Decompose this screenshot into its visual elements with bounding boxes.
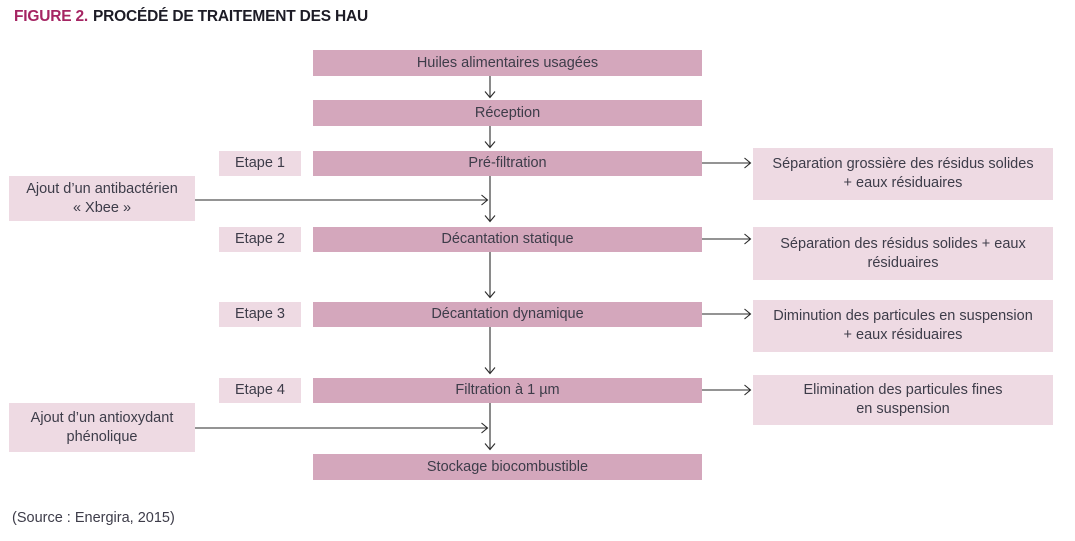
additive-line-2: « Xbee »: [72, 199, 132, 216]
process-box-label: Réception: [474, 104, 541, 121]
process-box-filtration-1um: Filtration à 1 µm: [313, 378, 702, 403]
process-box-pre-filtration: Pré-filtration: [313, 151, 702, 176]
output-box-diminution-particules: Diminution des particules en suspension …: [753, 300, 1053, 352]
output-line-2: résiduaires: [867, 254, 939, 271]
arrow-right-decantation-dynamique-output: [702, 308, 752, 320]
stage-label-etape-1: Etape 1: [219, 151, 301, 176]
output-line-2: + eaux résiduaires: [843, 327, 963, 343]
arrow-right-prefiltration-output: [702, 157, 752, 169]
arrow-right-antibacterien-junction: [195, 194, 489, 206]
arrow-down-reception-prefiltration: [484, 126, 496, 149]
output-line-1: Séparation des résidus solides + eaux: [780, 235, 1026, 252]
arrow-down-huiles-reception: [484, 76, 496, 99]
stage-label-text: Etape 1: [235, 155, 285, 171]
process-box-reception: Réception: [313, 100, 702, 126]
additive-line-2: phénolique: [66, 428, 138, 445]
output-line-1: Elimination des particules fines: [803, 382, 1003, 398]
figure-number-label: FIGURE 2.: [14, 8, 88, 25]
stage-label-text: Etape 2: [235, 231, 285, 247]
process-box-label: Huiles alimentaires usagées: [416, 54, 599, 71]
process-box-huiles-alimentaires-usagees: Huiles alimentaires usagées: [313, 50, 702, 76]
arrow-down-prefiltration-decantation-statique: [484, 176, 496, 223]
stage-label-etape-2: Etape 2: [219, 227, 301, 252]
output-line-1: Séparation grossière des résidus solides: [772, 156, 1034, 172]
arrow-right-filtration-output: [702, 384, 752, 396]
process-box-decantation-dynamique: Décantation dynamique: [313, 302, 702, 327]
arrow-down-decantation-dynamique-filtration: [484, 327, 496, 375]
stage-label-text: Etape 4: [235, 382, 285, 398]
process-box-label: Pré-filtration: [468, 155, 547, 171]
process-box-label: Filtration à 1 µm: [455, 382, 560, 398]
arrow-down-filtration-stockage: [484, 403, 496, 451]
output-box-elimination-particules-fines: Elimination des particules fines en susp…: [753, 375, 1053, 425]
output-line-2: + eaux résiduaires: [843, 175, 963, 191]
process-box-label: Stockage biocombustible: [426, 458, 589, 475]
output-box-separation-residus: Séparation des résidus solides + eaux ré…: [753, 227, 1053, 280]
figure-title: FIGURE 2. PROCÉDÉ DE TRAITEMENT DES HAU: [14, 8, 368, 26]
additive-line-1: Ajout d’un antibactérien: [26, 180, 178, 197]
output-box-separation-grossiere: Séparation grossière des résidus solides…: [753, 148, 1053, 200]
arrow-right-decantation-statique-output: [702, 233, 752, 245]
stage-label-etape-3: Etape 3: [219, 302, 301, 327]
process-box-label: Décantation dynamique: [431, 306, 584, 322]
source-note: (Source : Energira, 2015): [12, 510, 175, 526]
stage-label-etape-4: Etape 4: [219, 378, 301, 403]
process-box-label: Décantation statique: [441, 231, 574, 247]
additive-box-antibacterien-xbee: Ajout d’un antibactérien « Xbee »: [9, 176, 195, 221]
arrow-down-decantation-statique-dynamique: [484, 252, 496, 299]
figure-title-text: PROCÉDÉ DE TRAITEMENT DES HAU: [93, 8, 368, 25]
output-line-1: Diminution des particules en suspension: [773, 308, 1033, 324]
additive-line-1: Ajout d’un antioxydant: [30, 409, 174, 426]
arrow-right-antioxydant-junction: [195, 422, 489, 434]
additive-box-antioxydant-phenolique: Ajout d’un antioxydant phénolique: [9, 403, 195, 452]
process-box-decantation-statique: Décantation statique: [313, 227, 702, 252]
process-box-stockage-biocombustible: Stockage biocombustible: [313, 454, 702, 480]
output-line-2: en suspension: [856, 401, 950, 417]
stage-label-text: Etape 3: [235, 306, 285, 322]
